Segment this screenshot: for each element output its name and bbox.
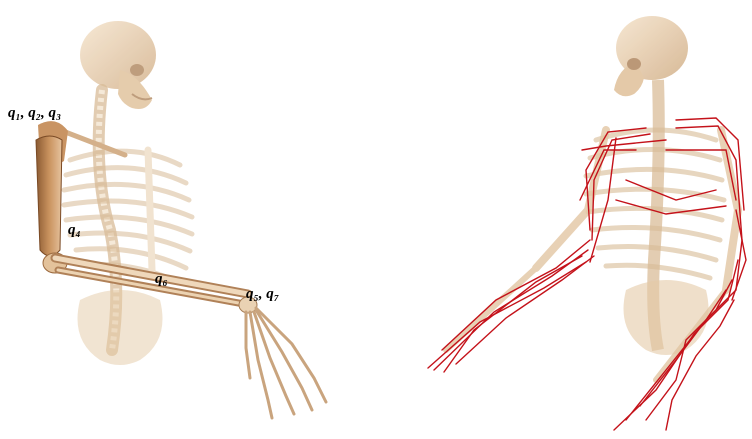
right-skeleton-panel [376,0,752,439]
left-arm-bones [446,130,606,350]
pelvis [78,290,163,365]
skull [80,21,156,109]
wrist-joint-label: q₅, q₇ [246,287,279,302]
shoulder-joint-label: q₁, q₂, q₃ [8,106,61,121]
skull [614,16,688,96]
hand [239,297,326,418]
humerus [36,136,62,256]
elbow-joint-label: q₄ [68,223,81,238]
right-muscle-illustration [376,0,752,439]
left-skeleton-illustration [0,0,376,439]
pelvis [624,280,709,355]
forearm-joint-label: q₆ [155,272,168,287]
left-skeleton-panel: q₁, q₂, q₃ q₄ q₆ q₅, q₇ [0,0,376,439]
